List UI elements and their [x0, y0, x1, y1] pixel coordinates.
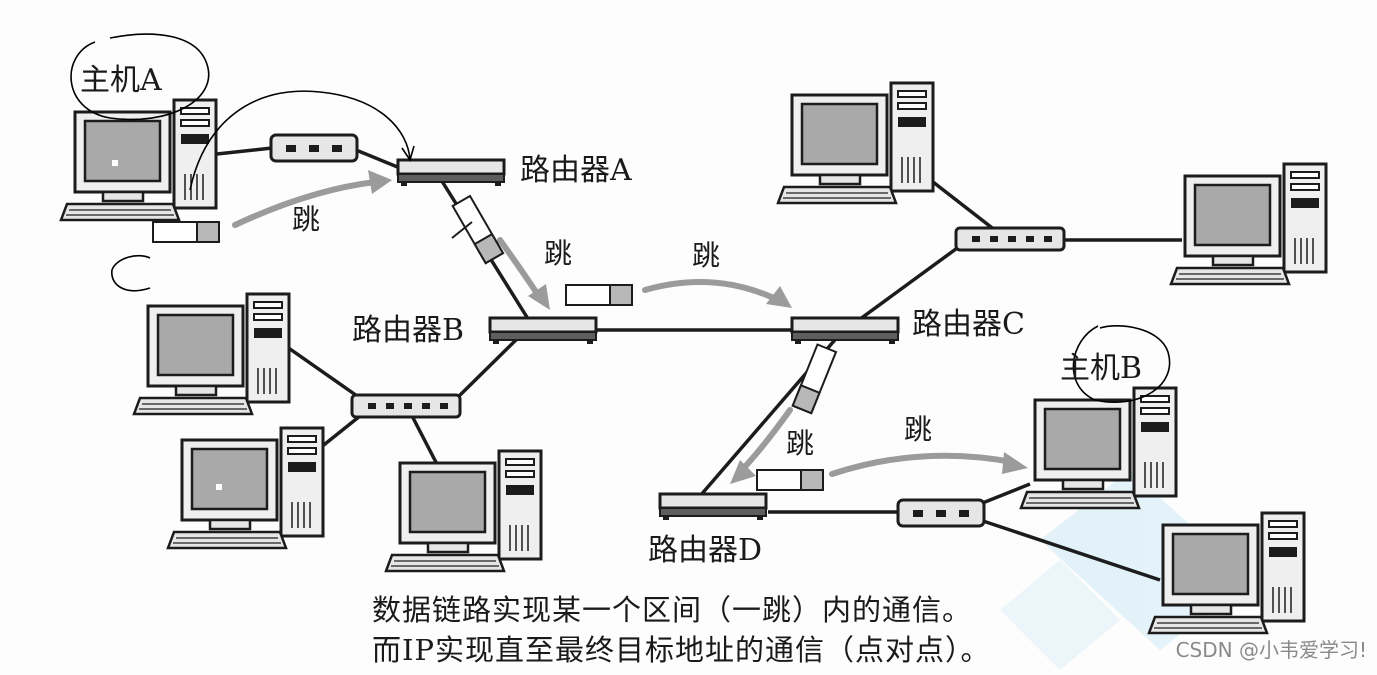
switch-top-right: [954, 226, 1066, 252]
switch-left: [350, 393, 462, 419]
hop-label-1: 跳: [292, 203, 321, 236]
hub-bottom-right: [896, 498, 986, 528]
router-a-label: 路由器A: [520, 153, 632, 188]
packet-5: [756, 469, 824, 491]
router-c-label: 路由器C: [912, 307, 1025, 342]
router-c-device: [790, 316, 900, 346]
hub-top-left: [269, 133, 359, 163]
caption-line-1: 数据链路实现某一个区间（一跳）内的通信。: [372, 593, 973, 627]
router-a-device: [396, 158, 506, 188]
caption-line-2: 而IP实现直至最终目标地址的通信（点对点）。: [372, 633, 991, 667]
router-b-device: [488, 316, 598, 346]
host-b-computer: [1019, 386, 1178, 510]
computer-left-2: [166, 426, 325, 550]
router-d-label: 路由器D: [648, 533, 763, 568]
router-b-label: 路由器B: [352, 313, 465, 348]
hop-arrows: [232, 179, 1015, 477]
host-a-computer: [59, 98, 218, 222]
router-d-device: [658, 492, 768, 522]
hop-arrowheads: [368, 170, 1028, 484]
pin-mark: [451, 221, 473, 239]
computer-left-3: [384, 449, 543, 573]
csdn-watermark: CSDN @小韦爱学习!: [1175, 638, 1367, 662]
handwritten-marks: [70, 33, 1171, 404]
packet-1: [152, 221, 220, 243]
hop-label-2: 跳: [544, 237, 573, 270]
packet-3: [565, 284, 633, 306]
hop-label-5: 跳: [904, 413, 933, 446]
computer-left-1: [132, 292, 291, 416]
hop-label-4: 跳: [786, 427, 815, 460]
computer-top-right-1: [776, 81, 935, 205]
computer-top-right-2: [1169, 162, 1328, 286]
packet-2: [451, 195, 504, 265]
hop-label-3: 跳: [692, 239, 721, 272]
host-b-label: 主机B: [1060, 351, 1143, 386]
host-a-label: 主机A: [80, 63, 162, 98]
